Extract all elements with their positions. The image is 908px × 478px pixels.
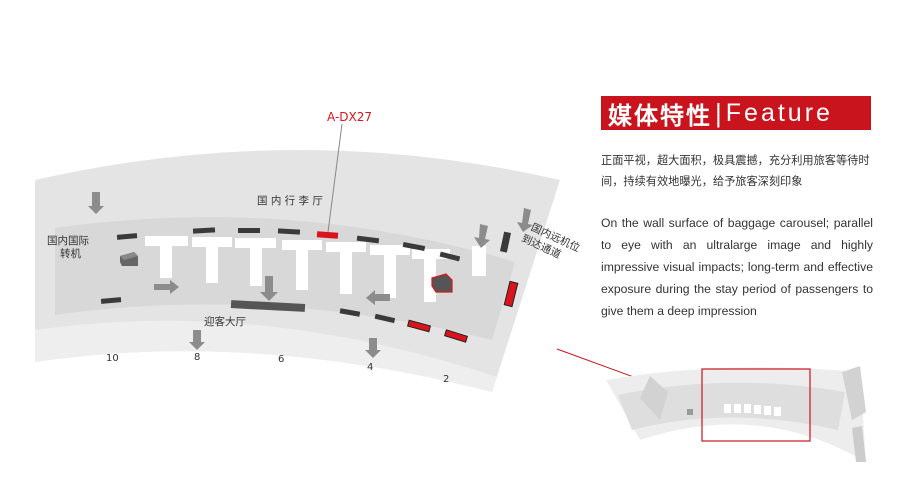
gate-number: 4: [367, 362, 373, 373]
feature-title-cn: 媒体特性: [608, 101, 712, 130]
intl-transfer-label-line1: 国内国际: [47, 234, 89, 247]
feature-title-en: Feature: [725, 98, 833, 127]
arrival-hall-label: 迎客大厅: [204, 315, 246, 328]
arrow-right-icon: [154, 280, 179, 294]
gate-number: 10: [106, 353, 119, 364]
overview-highlight-frame: [701, 368, 811, 442]
arrow-down-icon: [474, 224, 490, 248]
gate-number: 8: [194, 352, 200, 363]
callout-line: [327, 123, 343, 233]
feature-description-cn: 正面平视，超大面积，极具震撼，充分利用旅客等待时间，持续有效地曝光，给予旅客深刻…: [601, 154, 870, 188]
kiosk-box-right: [431, 273, 453, 293]
arrow-left-icon: [366, 290, 390, 305]
arrow-down-icon: [189, 330, 205, 350]
highlight-label: A-DX27: [327, 110, 372, 124]
arrow-down-icon: [260, 276, 278, 301]
intl-transfer-label-line2: 转机: [60, 247, 81, 260]
arrow-down-icon: [88, 192, 104, 214]
gate-number: 2: [443, 374, 449, 385]
arrow-down-icon: [365, 338, 381, 358]
flow-arrows: [88, 192, 533, 358]
feature-description-en: On the wall surface of baggage carousel;…: [601, 216, 873, 318]
kiosk-box-left: [120, 252, 138, 266]
arrival-corridor: [35, 320, 497, 392]
feature-title-bar: 媒体特性 | Feature: [601, 96, 871, 130]
arrow-down-icon: [517, 208, 533, 232]
ad-panels-lower-wall: [100, 280, 519, 343]
gate-number: 6: [278, 354, 284, 365]
ad-panels-upper-wall: [116, 227, 511, 262]
baggage-hall-label: 国 内 行 李 厅: [257, 194, 323, 207]
title-separator: |: [715, 97, 722, 128]
baggage-carousels: [145, 236, 486, 302]
highlight-panel-a-dx27: [316, 231, 339, 239]
overview-minimap: [606, 366, 866, 462]
